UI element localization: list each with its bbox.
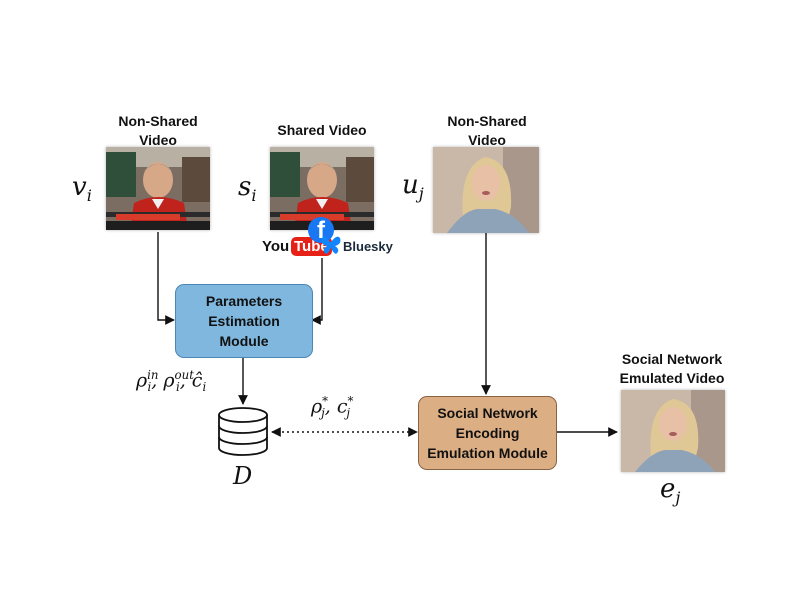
bluesky-logo-text: Bluesky xyxy=(343,239,393,254)
shared-video-title: Shared Video xyxy=(277,122,367,138)
output-video-title: Social Network Emulated Video xyxy=(619,351,725,386)
database-symbol: D xyxy=(233,462,253,490)
symbol-u-j: uj xyxy=(402,170,424,204)
parameters-estimation-module-label: Parameters Estimation Module xyxy=(205,293,283,349)
non-shared-video-title-1: Non-Shared Video xyxy=(118,113,198,148)
parameters-estimation-module: Parameters Estimation Module xyxy=(175,284,313,358)
social-network-emulation-module-label: Social Network Encoding Emulation Module xyxy=(427,405,548,461)
social-network-emulation-module: Social Network Encoding Emulation Module xyxy=(418,396,557,470)
youtube-logo-text-you: You xyxy=(262,238,290,255)
database-icon xyxy=(218,407,268,456)
query-parameters: ρ*j, c*j xyxy=(311,394,354,421)
facebook-icon-glyph: f xyxy=(317,217,325,243)
video-frame-woman-2 xyxy=(621,390,725,472)
facebook-icon: f xyxy=(308,217,334,243)
symbol-s-i: si xyxy=(238,172,257,206)
arrow-si-to-parameters xyxy=(311,258,323,325)
arrow-vi-to-parameters xyxy=(157,232,175,325)
emulated-video-thumbnail xyxy=(621,390,725,472)
estimated-parameters: ρini, ρouti, ĉi xyxy=(136,368,207,395)
non-shared-video-thumbnail-1 xyxy=(106,147,210,230)
symbol-e-j: ej xyxy=(660,474,681,508)
non-shared-video-thumbnail-2 xyxy=(433,147,539,233)
symbol-v-i: vi xyxy=(72,172,92,206)
video-frame-woman-1 xyxy=(433,147,539,233)
non-shared-video-title-2: Non-Shared Video xyxy=(447,113,527,148)
video-frame-man-1 xyxy=(106,147,210,230)
